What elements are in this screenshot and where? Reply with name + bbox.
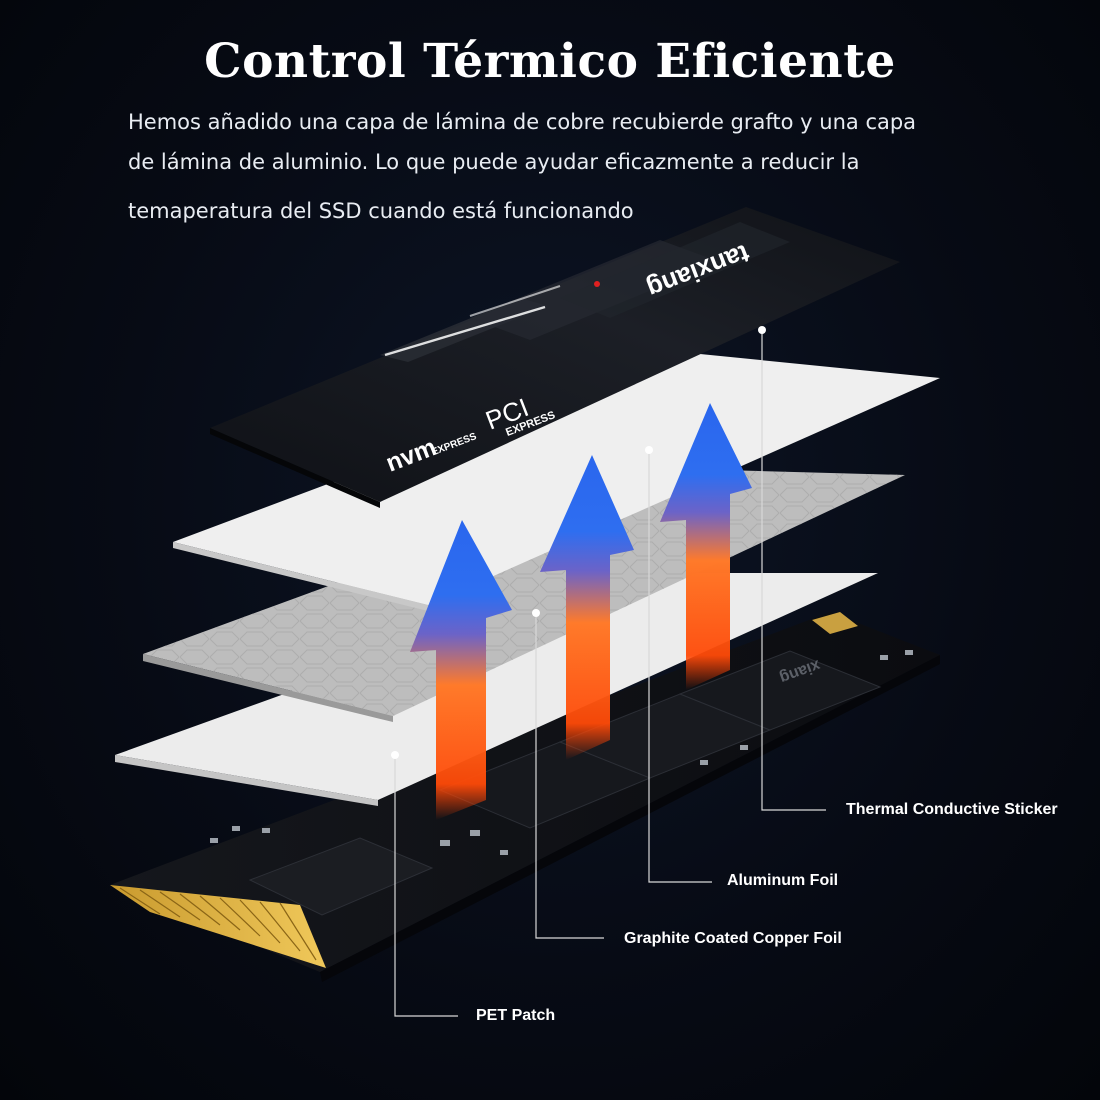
leader-pet-patch (394, 755, 458, 1017)
heat-arrow-3 (660, 403, 752, 690)
ssd-pcb: xiang (110, 612, 940, 982)
page-title: Control Térmico Eficiente (204, 34, 896, 89)
nand-chip-3 (678, 650, 882, 731)
leader-thermal-sticker (761, 330, 826, 811)
leader-dot-graphite (532, 609, 540, 617)
leader-dot-pet (391, 751, 399, 759)
description-line-2: de lámina de aluminio. Lo que puede ayud… (128, 150, 860, 174)
description-line-1: Hemos añadido una capa de lámina de cobr… (128, 110, 917, 134)
heat-arrow-1 (410, 520, 512, 820)
aluminum-foil-sheet (173, 352, 940, 605)
leader-aluminum-foil (648, 450, 712, 883)
leader-dot-thermal (758, 326, 766, 334)
callout-thermal-sticker: Thermal Conductive Sticker (846, 801, 1058, 818)
controller-chip (248, 837, 434, 916)
leader-graphite-copper (535, 613, 604, 939)
heatsink-cover: tanxiang PCI EXPRESS nvm EXPRESS (210, 207, 900, 508)
callout-aluminum-foil: Aluminum Foil (727, 872, 839, 889)
description-line-3: temaperatura del SSD cuando está funcion… (128, 199, 634, 223)
callout-graphite-copper: Graphite Coated Copper Foil (624, 930, 842, 947)
callout-pet-patch: PET Patch (476, 1007, 556, 1024)
leader-dot-aluminum (645, 446, 653, 454)
brand-accent-dot (594, 281, 600, 287)
heat-arrow-2 (540, 455, 634, 760)
